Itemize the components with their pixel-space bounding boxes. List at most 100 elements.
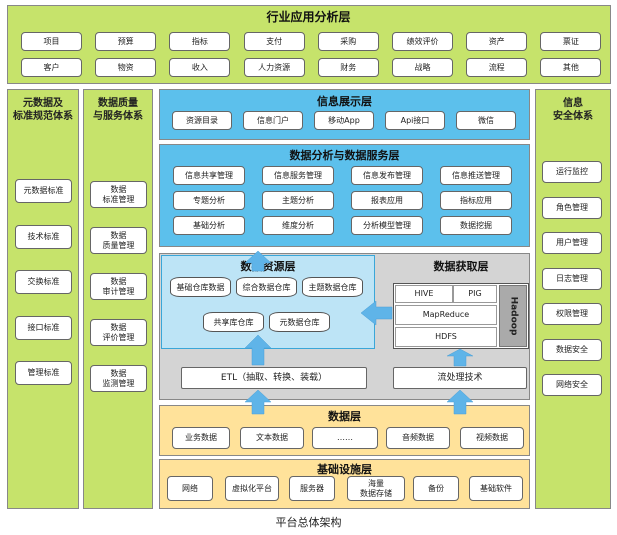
infra-item-label: 备份 <box>428 483 444 493</box>
industry-item[interactable]: 预算 <box>95 32 157 51</box>
quality-service-item-label: 数据 <box>110 368 127 378</box>
quality-service-item-label: 数据 <box>110 230 127 240</box>
industry-item[interactable]: 客户 <box>21 58 82 77</box>
display-item[interactable]: 移动App <box>314 111 374 130</box>
analysis-item[interactable]: 信息推送管理 <box>440 166 512 185</box>
analysis-item[interactable]: 信息共享管理 <box>173 166 245 185</box>
quality-service-item-label: 质量管理 <box>102 240 135 250</box>
industry-item[interactable]: 战略 <box>392 58 453 77</box>
mapreduce-module[interactable]: MapReduce <box>395 305 497 325</box>
industry-item[interactable]: 流程 <box>466 58 528 77</box>
display-item[interactable]: 微信 <box>456 111 516 130</box>
resource-warehouse[interactable]: 元数据仓库 <box>269 312 330 332</box>
metadata-standard-item[interactable]: 管理标准 <box>15 361 72 385</box>
quality-service-item-label: 监测管理 <box>102 378 135 388</box>
resource-layer-title: 数据资源层 <box>240 260 296 273</box>
industry-item[interactable]: 人力资源 <box>243 58 305 77</box>
infra-item[interactable]: 海量数据存储 <box>347 476 405 501</box>
industry-item[interactable]: 票证 <box>540 32 602 51</box>
infra-item-label: 网络 <box>182 483 198 493</box>
infra-item[interactable]: 备份 <box>413 476 459 501</box>
industry-item[interactable]: 绩效评价 <box>392 32 453 51</box>
quality-service-item[interactable]: 数据审计管理 <box>90 273 147 300</box>
industry-item[interactable]: 收入 <box>169 58 231 77</box>
analysis-item[interactable]: 维度分析 <box>262 216 334 235</box>
data-source-item[interactable]: 文本数据 <box>240 427 304 449</box>
quality-service-item[interactable]: 数据监测管理 <box>90 365 147 392</box>
security-item[interactable]: 网络安全 <box>542 374 602 396</box>
metadata-standard-item[interactable]: 交换标准 <box>15 270 72 294</box>
quality-service-item-label: 数据 <box>110 276 127 286</box>
display-item[interactable]: 信息门户 <box>243 111 303 130</box>
security-column <box>535 89 611 509</box>
analysis-item[interactable]: 信息发布管理 <box>351 166 423 185</box>
quality-service-item-label: 标准管理 <box>102 194 135 204</box>
industry-item[interactable]: 指标 <box>169 32 231 51</box>
data-source-item[interactable]: 业务数据 <box>172 427 230 449</box>
resource-warehouse[interactable]: 主题数据仓库 <box>302 277 363 297</box>
quality-service-item-label: 评价管理 <box>102 332 135 342</box>
infra-layer <box>159 459 530 509</box>
industry-item[interactable]: 物资 <box>95 58 157 77</box>
display-layer-title: 信息展示层 <box>317 95 372 108</box>
infra-item-label: 虚拟化平台 <box>232 483 272 493</box>
infra-item-label: 数据存储 <box>360 488 392 498</box>
display-item[interactable]: Api接口 <box>385 111 445 130</box>
security-title: 信息安全体系 <box>553 98 593 122</box>
metadata-standards-column <box>7 89 79 509</box>
analysis-item[interactable]: 指标应用 <box>440 191 512 210</box>
resource-warehouse[interactable]: 共享库仓库 <box>203 312 264 332</box>
infra-item[interactable]: 基础软件 <box>469 476 523 501</box>
industry-item[interactable]: 资产 <box>466 32 528 51</box>
industry-item[interactable]: 采购 <box>317 32 379 51</box>
infra-item-label: 基础软件 <box>480 483 512 493</box>
security-item[interactable]: 日志管理 <box>542 267 602 290</box>
analysis-item[interactable]: 基础分析 <box>173 216 245 235</box>
analysis-item[interactable]: 分析模型管理 <box>351 216 423 235</box>
quality-service-item[interactable]: 数据评价管理 <box>90 319 147 346</box>
display-item[interactable]: 资源目录 <box>172 111 232 130</box>
quality-service-item-label: 数据 <box>110 184 127 194</box>
analysis-item[interactable]: 数据挖掘 <box>440 216 512 235</box>
diagram-caption: 平台总体架构 <box>275 516 342 529</box>
metadata-standard-item[interactable]: 元数据标准 <box>15 179 72 203</box>
security-item[interactable]: 权限管理 <box>542 303 602 325</box>
etl-box[interactable]: ETL（抽取、转换、装载） <box>181 367 367 389</box>
data-source-item[interactable]: 视频数据 <box>460 427 524 449</box>
security-item[interactable]: 数据安全 <box>542 338 602 361</box>
data-source-item[interactable]: …… <box>312 427 378 449</box>
security-item[interactable]: 角色管理 <box>542 196 602 219</box>
industry-item[interactable]: 项目 <box>21 32 82 51</box>
pig-module[interactable]: PIG <box>453 285 497 303</box>
security-item[interactable]: 运行监控 <box>542 161 602 183</box>
analysis-layer-title: 数据分析与数据服务层 <box>289 149 400 162</box>
analysis-item[interactable]: 信息服务管理 <box>262 166 334 185</box>
analysis-item[interactable]: 报表应用 <box>351 191 423 210</box>
resource-warehouse[interactable]: 基础仓库数据 <box>170 277 231 297</box>
stream-processing-box[interactable]: 流处理技术 <box>393 367 527 389</box>
security-item[interactable]: 用户管理 <box>542 232 602 254</box>
infra-item[interactable]: 虚拟化平台 <box>225 476 279 501</box>
quality-service-item[interactable]: 数据质量管理 <box>90 227 147 254</box>
hadoop-label-box[interactable]: Hadoop <box>499 285 527 347</box>
data-source-item[interactable]: 音频数据 <box>386 427 450 449</box>
analysis-item[interactable]: 专题分析 <box>173 191 245 210</box>
industry-item[interactable]: 其他 <box>540 58 602 77</box>
data-layer-title: 数据层 <box>328 410 361 423</box>
hive-module[interactable]: HIVE <box>395 285 453 303</box>
hdfs-module[interactable]: HDFS <box>395 327 497 347</box>
industry-item[interactable]: 财务 <box>317 58 379 77</box>
quality-service-item-label: 数据 <box>110 322 127 332</box>
quality-service-title: 数据质量与服务体系 <box>93 98 143 122</box>
quality-service-item[interactable]: 数据标准管理 <box>90 181 147 208</box>
analysis-item[interactable]: 主题分析 <box>262 191 334 210</box>
resource-warehouse[interactable]: 综合数据仓库 <box>236 277 297 297</box>
metadata-standard-item[interactable]: 技术标准 <box>15 224 72 249</box>
metadata-standards-title: 元数据及标准规范体系 <box>13 98 73 122</box>
metadata-standard-item[interactable]: 接口标准 <box>15 315 72 340</box>
infra-item-label: 服务器 <box>300 483 324 493</box>
infra-item[interactable]: 服务器 <box>289 476 335 501</box>
infra-item[interactable]: 网络 <box>167 476 213 501</box>
infra-item-label: 海量 <box>368 478 384 488</box>
industry-item[interactable]: 支付 <box>243 32 305 51</box>
